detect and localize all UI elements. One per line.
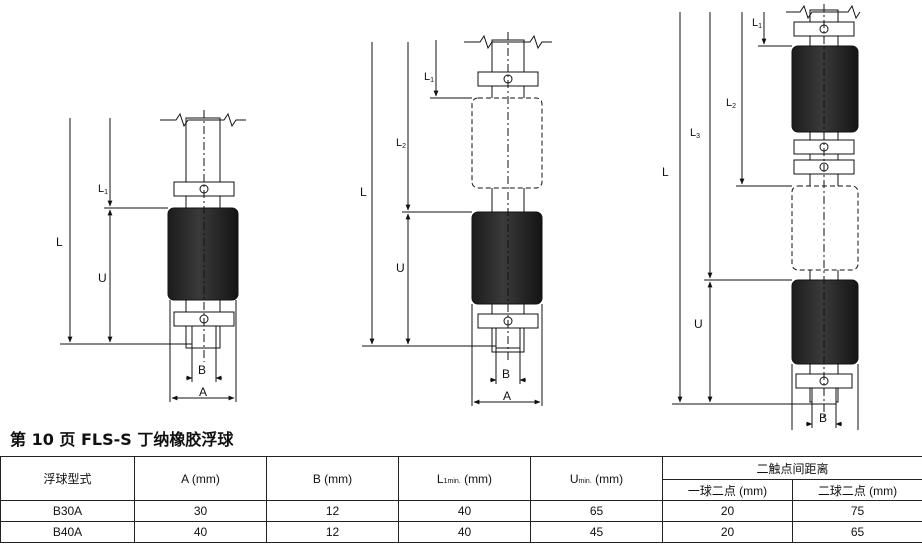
- fig3-label-L2: L2: [726, 97, 736, 110]
- col-b: B (mm): [266, 456, 399, 501]
- table-row: B30A 30 12 40 65 20 75: [0, 500, 922, 522]
- figure-two-floats-one-ball: [362, 32, 552, 406]
- fig1-label-B: B: [198, 363, 206, 377]
- spec-table: 浮球型式 A (mm) B (mm) L1min. (mm) Umin. (mm…: [0, 456, 922, 543]
- fig2-label-L1: L1: [424, 71, 434, 84]
- col-one-ball: 一球二点 (mm): [662, 479, 793, 501]
- fig1-label-A: A: [199, 385, 207, 399]
- fig1-label-U: U: [98, 271, 107, 285]
- table-header-row: 浮球型式 A (mm) B (mm) L1min. (mm) Umin. (mm…: [0, 456, 922, 501]
- col-umin: Umin. (mm): [530, 456, 663, 501]
- fig2-label-L2: L2: [396, 137, 406, 150]
- fig2-label-B: B: [502, 367, 510, 381]
- fig2-label-U: U: [396, 261, 405, 275]
- col-l1min: L1min. (mm): [398, 456, 531, 501]
- fig3-label-L: L: [662, 165, 669, 179]
- float-switch-drawing: L L1 U B A: [56, 4, 861, 430]
- col-a: A (mm): [134, 456, 267, 501]
- fig3-label-L1: L1: [752, 17, 762, 30]
- break-line: [160, 112, 246, 128]
- fig2-label-A: A: [503, 389, 511, 403]
- fig3-label-U: U: [694, 317, 703, 331]
- col-model: 浮球型式: [0, 456, 135, 501]
- fig1-label-L: L: [56, 235, 63, 249]
- figure-two-balls-two-points: [672, 4, 861, 430]
- col-group-distance: 二触点间距离: [661, 456, 922, 480]
- fig1-label-L1: L1: [98, 183, 108, 196]
- figure-single-float: [60, 110, 246, 402]
- fig3-label-B: B: [819, 411, 827, 425]
- fig2-label-L: L: [360, 185, 367, 199]
- float-body: [471, 211, 543, 305]
- col-two-ball: 二球二点 (mm): [791, 479, 922, 501]
- float-alternate-position: [471, 97, 543, 189]
- table-row: B40A 40 12 40 45 20 65: [0, 521, 922, 543]
- fig3-label-L3: L3: [690, 127, 700, 140]
- float-body: [167, 207, 239, 301]
- table-title: 第 10 页 FLS-S 丁纳橡胶浮球: [10, 430, 234, 449]
